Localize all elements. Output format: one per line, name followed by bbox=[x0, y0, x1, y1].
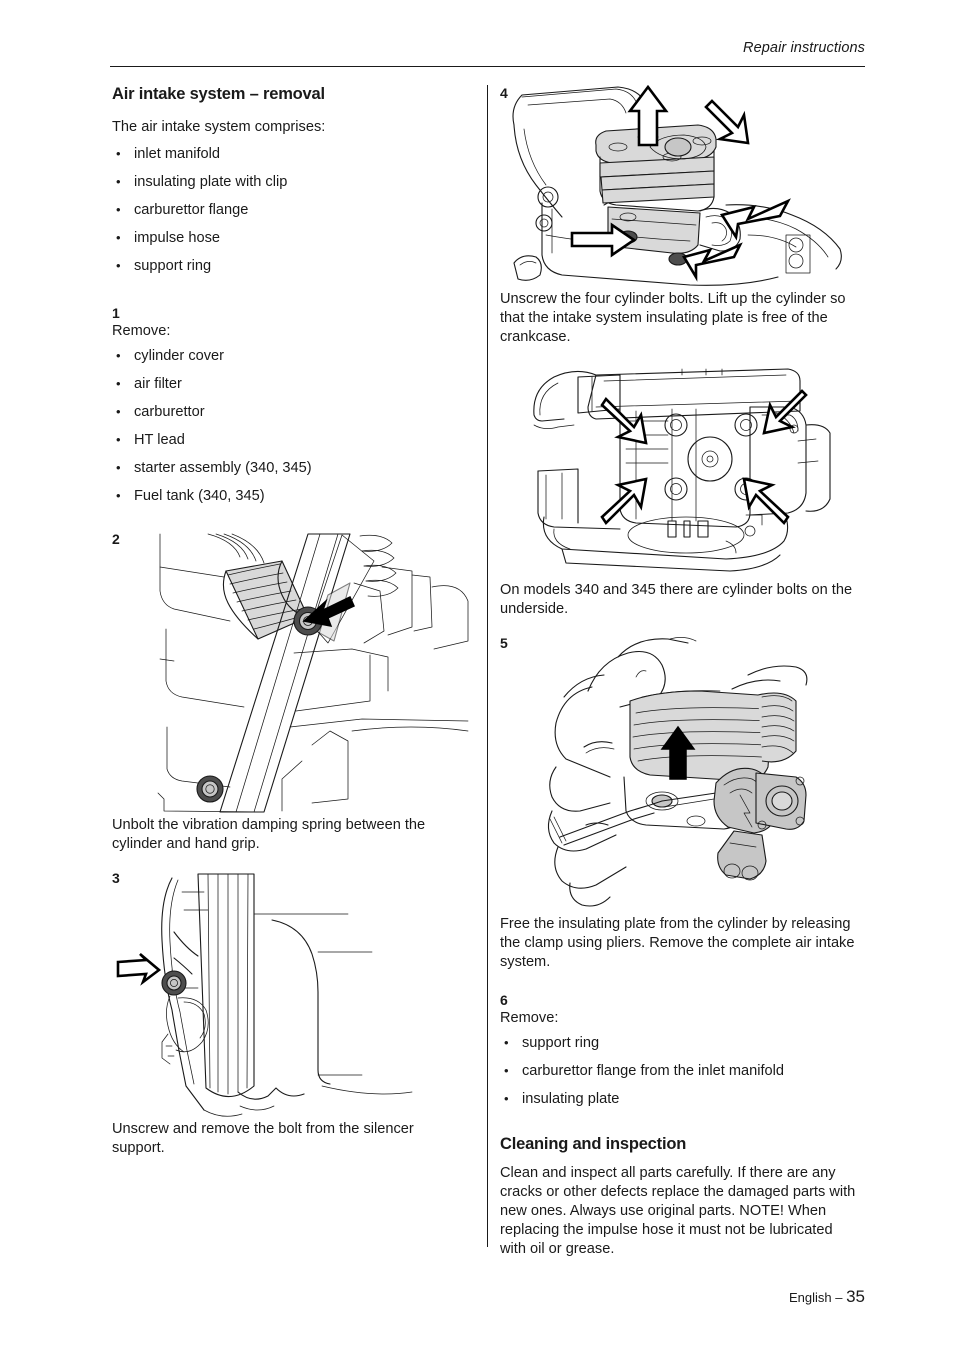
figure-4: 4 bbox=[500, 85, 858, 290]
step1-lead: Remove: bbox=[112, 323, 171, 339]
step-number-5: 5 bbox=[500, 635, 508, 651]
step6-list: support ring carburettor flange from the… bbox=[500, 1033, 858, 1109]
figure-3: 3 bbox=[112, 870, 470, 1120]
intro-text: The air intake system comprises: bbox=[112, 119, 326, 135]
header-rule bbox=[110, 66, 865, 67]
list-item: insulating plate with clip bbox=[112, 172, 470, 192]
list-item: carburettor flange from the inlet manifo… bbox=[500, 1061, 858, 1081]
right-column: 4 bbox=[500, 85, 858, 1259]
footer: English – 35 bbox=[110, 1287, 865, 1307]
left-column: Air intake system – removal The air inta… bbox=[112, 85, 470, 1166]
list-item: cylinder cover bbox=[112, 346, 470, 366]
cleaning-body: Clean and inspect all parts carefully. I… bbox=[500, 1165, 856, 1257]
running-head: Repair instructions bbox=[743, 40, 865, 56]
comprises-list: inlet manifold insulating plate with cli… bbox=[112, 144, 470, 276]
list-item: HT lead bbox=[112, 430, 470, 450]
footer-language: English – bbox=[788, 1290, 847, 1305]
figure-3-illustration bbox=[116, 873, 413, 1117]
list-item: carburettor flange bbox=[112, 200, 470, 220]
step-number-1: 1 bbox=[112, 305, 120, 321]
step-number-2: 2 bbox=[112, 531, 120, 547]
list-item: insulating plate bbox=[500, 1089, 858, 1109]
list-item: air filter bbox=[112, 374, 470, 394]
figure-4b bbox=[500, 363, 858, 581]
step2-caption: Unbolt the vibration damping spring betw… bbox=[112, 817, 426, 852]
step6-lead: Remove: bbox=[500, 1010, 559, 1026]
step1-list: cylinder cover air filter carburettor HT… bbox=[112, 346, 470, 506]
figure-2: 2 bbox=[112, 531, 470, 816]
list-item: support ring bbox=[112, 256, 470, 276]
step-number-4: 4 bbox=[500, 85, 508, 101]
list-item: carburettor bbox=[112, 402, 470, 422]
step4-caption-2: On models 340 and 345 there are cylinder… bbox=[500, 582, 853, 617]
step3-caption: Unscrew and remove the bolt from the sil… bbox=[112, 1121, 414, 1156]
list-item: inlet manifold bbox=[112, 144, 470, 164]
cleaning-section-title: Cleaning and inspection bbox=[500, 1135, 687, 1153]
step-number-3: 3 bbox=[112, 870, 120, 886]
figure-2-illustration bbox=[157, 533, 469, 813]
list-item: starter assembly (340, 345) bbox=[112, 458, 470, 478]
figure-5: 5 bbox=[500, 635, 858, 915]
list-item: Fuel tank (340, 345) bbox=[112, 486, 470, 506]
list-item: support ring bbox=[500, 1033, 858, 1053]
page-title: Air intake system – removal bbox=[112, 85, 325, 103]
page-number: 35 bbox=[846, 1287, 865, 1306]
figure-4-illustration bbox=[512, 85, 842, 286]
list-item: impulse hose bbox=[112, 228, 470, 248]
column-divider bbox=[487, 85, 488, 1247]
figure-4b-illustration bbox=[533, 368, 831, 572]
step5-caption: Free the insulating plate from the cylin… bbox=[500, 916, 855, 970]
step-number-6: 6 bbox=[500, 992, 508, 1008]
figure-5-illustration bbox=[547, 637, 808, 907]
step4-caption: Unscrew the four cylinder bolts. Lift up… bbox=[500, 291, 846, 345]
